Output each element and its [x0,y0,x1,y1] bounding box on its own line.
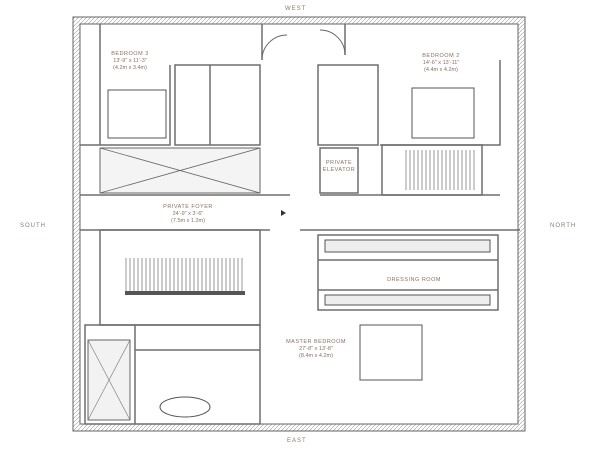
room-label-master: MASTER BEDROOM 27'-8" x 13'-8" (8.4m x 4… [286,339,346,360]
room-name: PRIVATE FOYER [163,204,213,210]
stairs-south [125,258,245,294]
bed-bedroom2 [411,87,475,139]
room-size-m: (7.5m x 1.2m) [171,218,205,224]
compass-north: NORTH [550,223,577,229]
shower-cross [87,339,131,421]
room-size-ft: 24'-9" x 3'-6" [172,211,204,217]
room-label-foyer: PRIVATE FOYER 24'-9" x 3'-6" (7.5m x 1.2… [163,204,213,225]
room-name: DRESSING ROOM [387,277,441,283]
room-size-m: (4.4m x 4.2m) [424,67,458,73]
room-label-bedroom2: BEDROOM 2 14'-6" x 13'-11" (4.4m x 4.2m) [422,53,460,74]
room-name: PRIVATE [325,160,353,166]
stairs-north [405,150,475,190]
room-name: MASTER BEDROOM [286,339,346,345]
room-name: BEDROOM 2 [422,53,460,59]
room-size-ft: 14'-6" x 13'-11" [422,60,460,66]
compass-east: EAST [287,438,307,444]
room-label-elevator: PRIVATE ELEVATOR [323,160,355,174]
door-swing [319,29,346,56]
room-label-bedroom3: BEDROOM 3 13'-9" x 11'-3" (4.2m x 3.4m) [111,51,149,72]
compass-west: WEST [285,6,307,12]
stair-void-cross [99,147,261,194]
bathtub [159,396,211,418]
wardrobe-rail [324,294,491,306]
wardrobe-rail [324,239,491,253]
entry-arrow-icon [281,210,286,216]
room-label-dressing: DRESSING ROOM [387,277,441,284]
door-swing [261,34,288,61]
room-size-ft: 27'-8" x 13'-8" [299,346,333,352]
room-size-m: (8.4m x 4.2m) [299,353,333,359]
room-name: ELEVATOR [322,167,356,173]
interior-walls [80,24,520,425]
room-name: BEDROOM 3 [111,51,149,57]
room-size-ft: 13'-9" x 11'-3" [113,58,147,64]
bed-bedroom3 [107,89,167,139]
stair-rail [125,291,245,295]
compass-south: SOUTH [20,223,46,229]
bed-master [359,324,423,381]
interior-floor [79,23,519,425]
room-size-m: (4.2m x 3.4m) [113,65,147,71]
